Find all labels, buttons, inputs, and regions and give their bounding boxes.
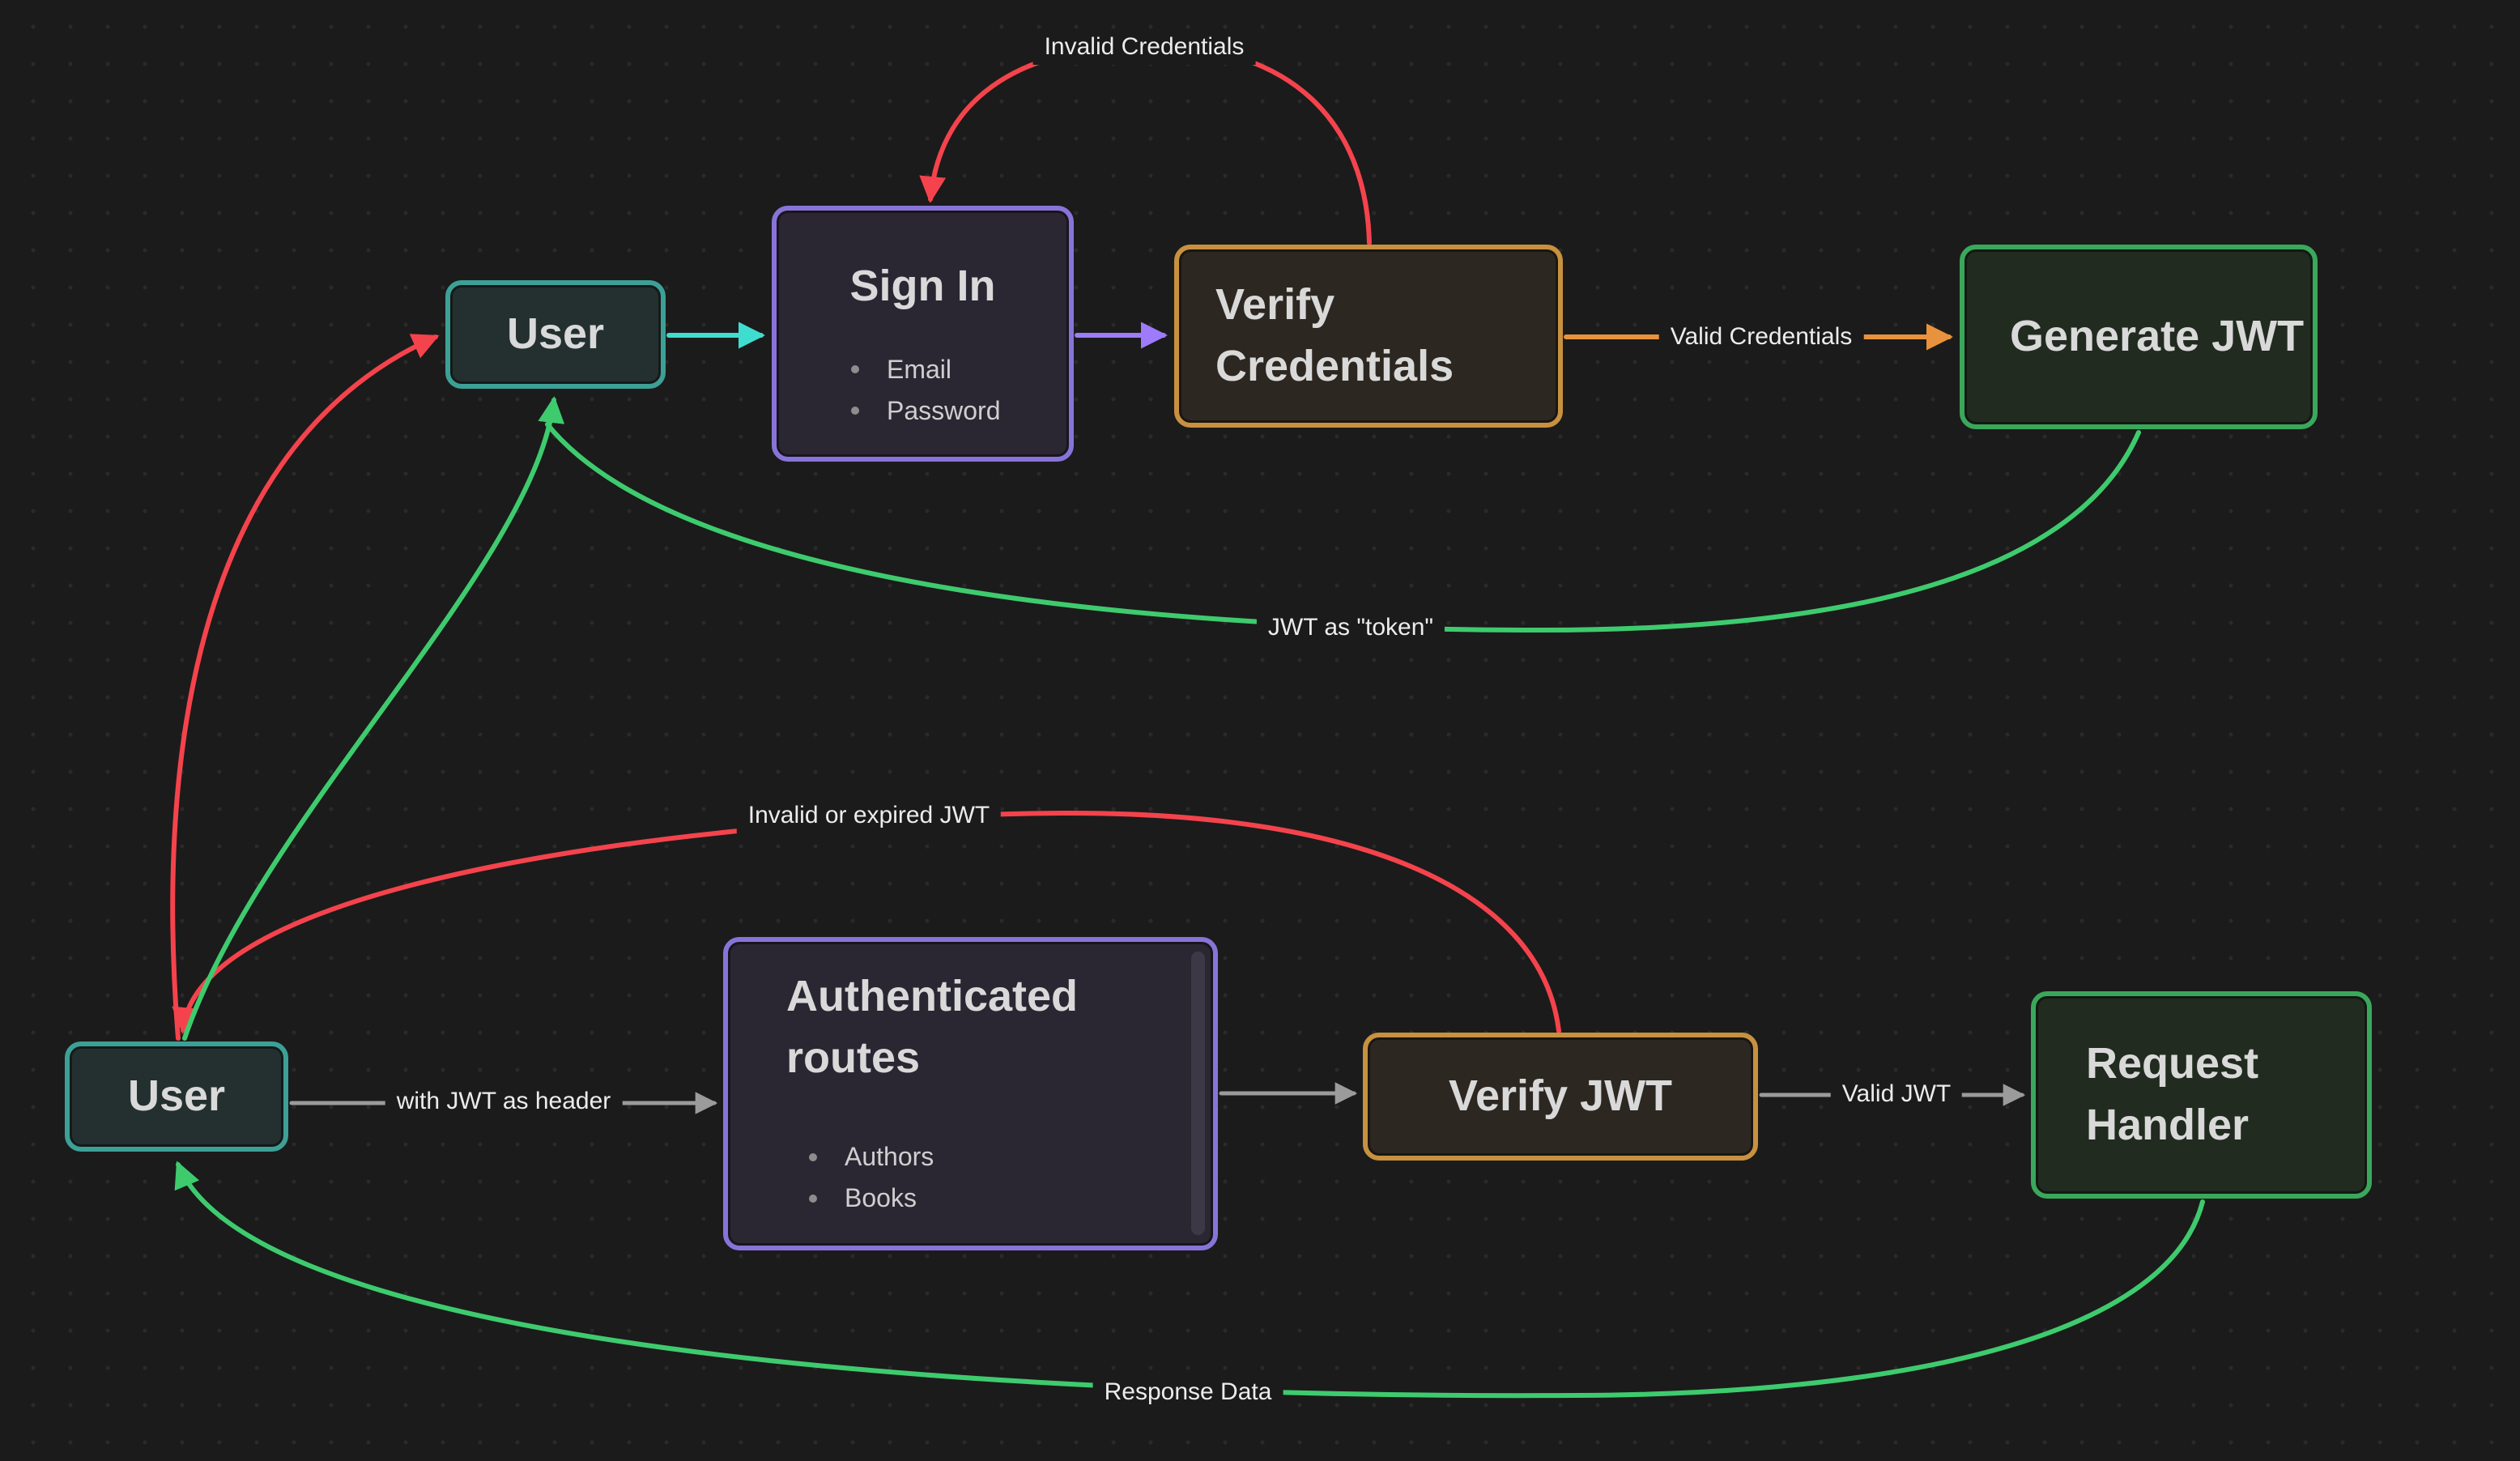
list-item: Books (809, 1183, 1181, 1213)
edge-requesthandler-to-userbottom-response[interactable] (174, 1161, 2205, 1399)
edge-userbottom-to-usertop-red[interactable] (170, 334, 440, 1041)
node-title: User (506, 309, 605, 359)
edge-label-invalid-or-expired-jwt: Invalid or expired JWT (736, 798, 1002, 833)
node-title: Verify JWT (1448, 1071, 1673, 1121)
edge-label-invalid-credentials: Invalid Credentials (1032, 29, 1256, 65)
bullet-dot-icon (809, 1152, 817, 1161)
bullet-label: Password (887, 395, 1001, 425)
node-verify-jwt[interactable]: Verify JWT (1363, 1033, 1758, 1161)
node-title: Verify Credentials (1215, 280, 1454, 390)
bullet-list: Email Password (777, 355, 1001, 437)
list-item: Email (851, 355, 1001, 385)
node-generate-jwt[interactable]: Generate JWT (1960, 245, 2318, 429)
node-verify-credentials[interactable]: Verify Credentials (1174, 245, 1563, 428)
bullet-dot-icon (851, 365, 859, 374)
bullet-label: Books (845, 1183, 917, 1213)
list-item: Password (851, 396, 1001, 426)
node-sign-in[interactable]: Sign In Email Password (772, 206, 1074, 462)
edge-label-valid-jwt: Valid JWT (1830, 1076, 1963, 1112)
node-title: Sign In (849, 262, 996, 310)
bullet-dot-icon (809, 1194, 817, 1203)
list-item: Authors (809, 1142, 1181, 1172)
node-user-bottom[interactable]: User (65, 1041, 288, 1152)
node-user-top[interactable]: User (445, 280, 666, 389)
node-title: User (127, 1071, 226, 1121)
edge-generatejwt-to-usertop-token[interactable] (545, 422, 2141, 633)
edge-userbottom-to-usertop-green[interactable] (182, 396, 565, 1041)
edge-label-with-jwt-as-header: with JWT as header (385, 1084, 623, 1119)
edge-label-valid-credentials: Valid Credentials (1658, 319, 1864, 355)
node-title: Request Handler (2086, 1039, 2259, 1149)
node-title: Generate JWT (2010, 312, 2305, 361)
node-request-handler[interactable]: Request Handler (2031, 991, 2372, 1199)
edge-label-response-data: Response Data (1092, 1374, 1283, 1410)
scrollbar-thumb[interactable] (1191, 952, 1205, 1235)
bullet-label: Email (887, 354, 952, 384)
edge-label-jwt-as-token: JWT as "token" (1256, 610, 1445, 645)
node-authenticated-routes[interactable]: Authenticated routes Authors Books (723, 937, 1218, 1250)
bullet-label: Authors (845, 1142, 934, 1172)
bullet-list: Authors Books (786, 1142, 1181, 1225)
node-title: Authenticated routes (786, 972, 1079, 1082)
bullet-dot-icon (851, 407, 859, 415)
